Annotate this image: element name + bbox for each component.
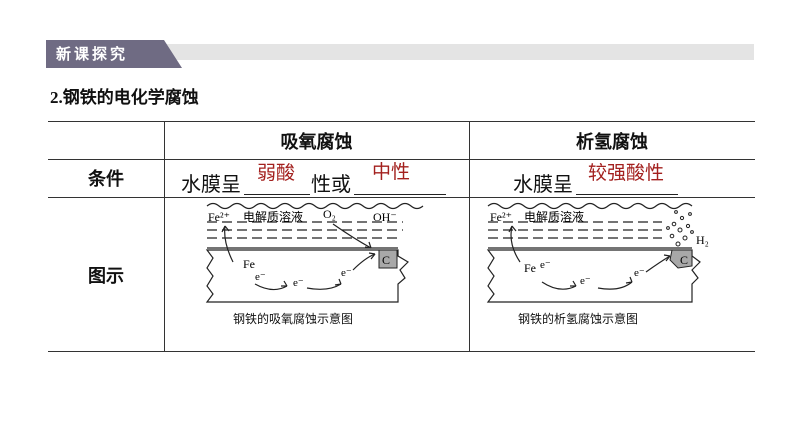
condition-middle: 性或 xyxy=(311,172,351,196)
answer-weak-acid: 弱酸 xyxy=(257,162,296,184)
header-hydrogen-evolution: 析氢腐蚀 xyxy=(576,131,648,153)
table-row-divider xyxy=(48,197,755,198)
reaction-arrows xyxy=(221,223,376,291)
electrolyte-label: 电解质溶液 xyxy=(524,209,584,224)
electron-label: e⁻ xyxy=(580,275,591,287)
water-surface xyxy=(206,202,424,210)
oh-label: OH⁻ xyxy=(373,210,397,224)
banner-background xyxy=(46,44,754,60)
hydrogen-bubbles xyxy=(666,210,694,247)
electron-label: e⁻ xyxy=(293,277,304,289)
fe2-label: Fe²⁺ xyxy=(208,210,230,224)
table-divider xyxy=(469,122,470,351)
condition-prefix: 水膜呈 xyxy=(513,172,573,196)
electron-label: e⁻ xyxy=(255,271,266,283)
electron-label: e⁻ xyxy=(540,259,551,271)
diagram-caption: 钢铁的吸氧腐蚀示意图 xyxy=(233,312,354,326)
fe-label: Fe xyxy=(524,261,536,275)
row-label-diagram: 图示 xyxy=(88,266,124,287)
o2-label: O₂ xyxy=(323,207,336,221)
oxygen-absorption-diagram: C Fe²⁺ 电解质溶液 O₂ OH⁻ Fe e⁻ e⁻ e⁻ xyxy=(205,202,424,303)
water-surface xyxy=(487,202,693,210)
electron-label: e⁻ xyxy=(634,267,645,279)
condition-prefix: 水膜呈 xyxy=(181,172,241,196)
carbon-label: C xyxy=(382,253,390,267)
section-title: 2.钢铁的电化学腐蚀 xyxy=(50,88,199,107)
fe2-label: Fe²⁺ xyxy=(490,210,512,224)
electron-label: e⁻ xyxy=(341,267,352,279)
diagram-caption: 钢铁的析氢腐蚀示意图 xyxy=(518,312,639,326)
electrolyte-label: 电解质溶液 xyxy=(243,209,303,224)
header-oxygen-absorption: 吸氧腐蚀 xyxy=(280,131,353,153)
table-row-divider xyxy=(48,159,755,160)
hydrogen-evolution-diagram: C Fe²⁺ 电解质溶液 H₂ Fe e⁻ e⁻ e⁻ xyxy=(486,202,709,303)
comparison-table: 吸氧腐蚀 析氢腐蚀 条件 图示 水膜呈 弱酸 性或 中性 水膜呈 较强酸性 C … xyxy=(48,121,755,352)
carbon-particle xyxy=(669,249,693,269)
row-label-condition: 条件 xyxy=(88,169,124,190)
banner-label: 新课探究 xyxy=(56,45,129,63)
carbon-particle xyxy=(378,249,398,269)
h2-label: H₂ xyxy=(696,233,709,247)
answer-neutral: 中性 xyxy=(372,161,411,183)
answer-blank xyxy=(244,194,310,195)
reaction-arrows xyxy=(508,225,671,290)
steel-block xyxy=(205,249,409,303)
banner-tag xyxy=(46,40,182,68)
answer-blank xyxy=(354,194,446,195)
table-divider xyxy=(164,122,165,351)
steel-block xyxy=(486,249,701,303)
answer-blank xyxy=(576,194,678,195)
carbon-label: C xyxy=(680,253,688,267)
fe-label: Fe xyxy=(243,257,255,271)
electrolyte-layer xyxy=(488,221,662,239)
answer-strong-acid: 较强酸性 xyxy=(588,162,665,184)
electrolyte-layer xyxy=(207,221,403,239)
